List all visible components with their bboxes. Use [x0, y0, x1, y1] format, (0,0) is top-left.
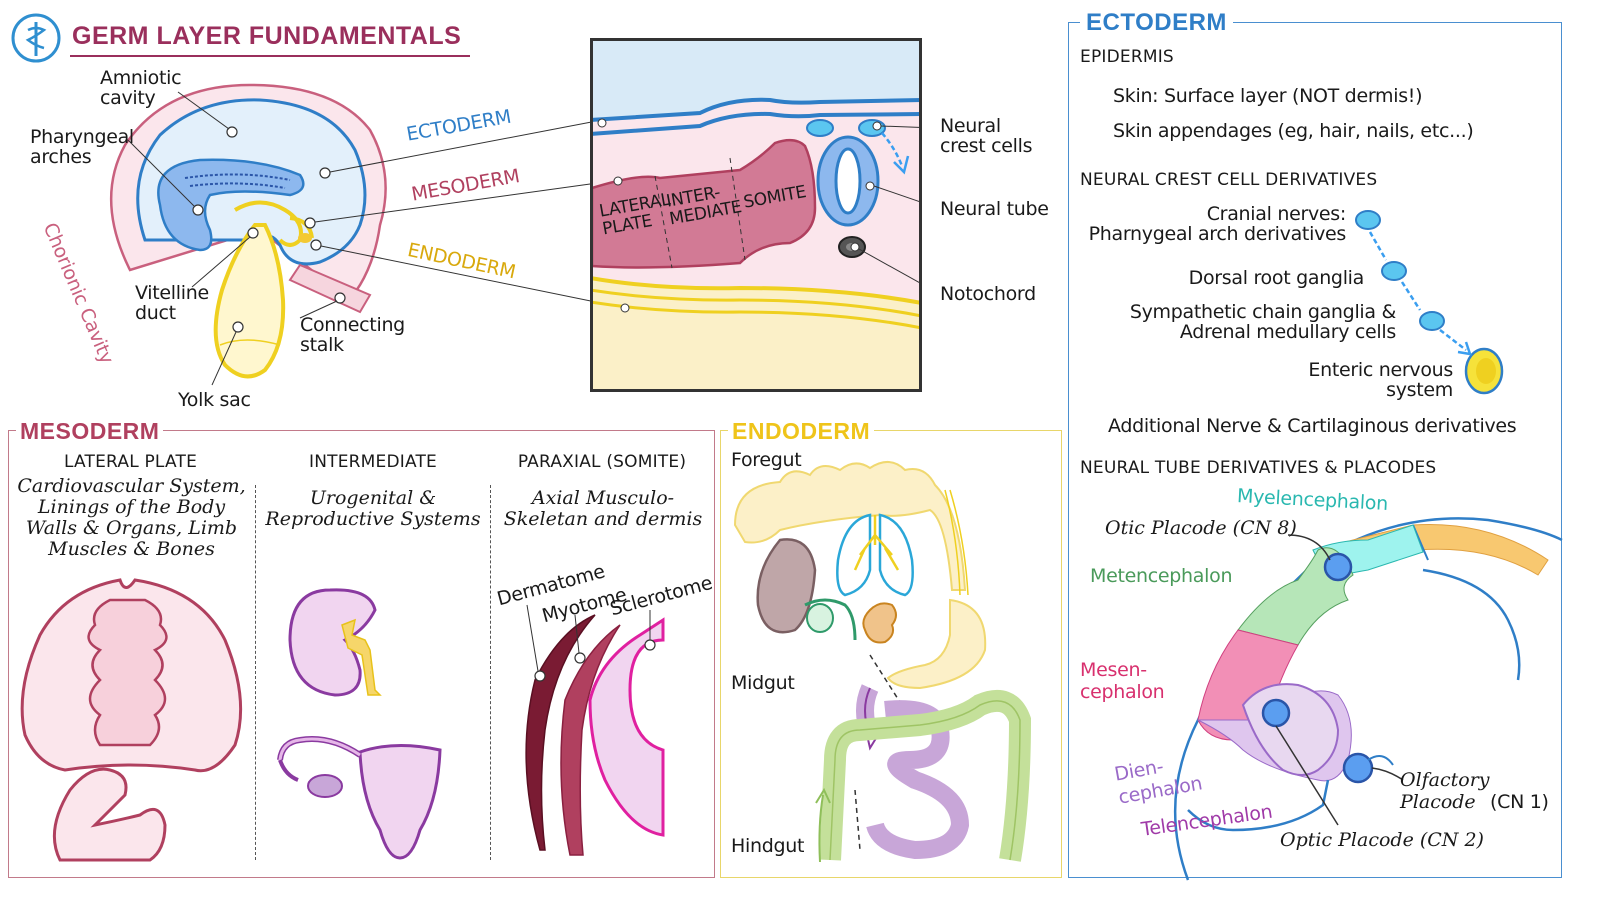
skin-surface-text: Skin: Surface layer (NOT dermis!): [1113, 85, 1423, 107]
sympathetic-text: Sympathetic chain ganglia &: [1129, 301, 1396, 323]
dorsal-root-ganglia-text: Dorsal root ganglia: [1188, 267, 1365, 289]
embryo-diagram: [0, 0, 626, 420]
skin-appendages-text: Skin appendages (eg, hair, nails, etc...…: [1113, 120, 1474, 142]
optic-placode-label: Optic Placode (CN 2): [1280, 829, 1484, 851]
endoderm-panel-title: ENDODERM: [728, 418, 875, 445]
mesoderm-illustrations: [0, 0, 720, 900]
enteric-text: Enteric nervous: [1308, 359, 1453, 381]
neural-tube-label: Neural tube: [940, 198, 1049, 220]
mesoderm-panel-title: MESODERM: [16, 418, 164, 445]
mesencephalon-label-2: cephalon: [1080, 681, 1165, 703]
olfactory-label-1: Olfactory: [1400, 769, 1490, 791]
foregut-label: Foregut: [731, 449, 802, 471]
midgut-label: Midgut: [731, 672, 795, 694]
mesoderm-divider-2: [490, 485, 491, 860]
epidermis-heading: EPIDERMIS: [1080, 47, 1174, 67]
cross-section: [590, 38, 922, 392]
pharyngeal-derivatives-text: Pharnygeal arch derivatives: [1088, 223, 1347, 245]
lateral-plate-heading: LATERAL PLATE: [63, 452, 198, 472]
olfactory-label-3: (CN 1): [1490, 791, 1549, 813]
hindgut-label: Hindgut: [731, 835, 805, 857]
page-title: GERM LAYER FUNDAMENTALS: [72, 22, 462, 50]
endoderm-panel: [720, 430, 1062, 878]
olfactory-label-2: Placode: [1400, 791, 1476, 813]
metencephalon-label: Metencephalon: [1090, 565, 1233, 587]
mesencephalon-label-1: Mesen-: [1080, 659, 1147, 681]
notochord-label: Notochord: [940, 283, 1036, 305]
additional-derivatives-text: Additional Nerve & Cartilaginous derivat…: [1108, 415, 1517, 437]
enteric-system-text: system: [1386, 379, 1453, 401]
amniotic-cavity-label: Amniotic cavity: [100, 67, 182, 109]
title-underline: [70, 55, 470, 57]
yolk-sac-label: Yolk sac: [178, 389, 251, 411]
pharyngeal-arches-label: Pharyngeal arches: [30, 126, 134, 168]
cranial-nerves-text: Cranial nerves:: [1206, 203, 1347, 225]
intermediate-body: Urogenital & Reproductive Systems: [265, 487, 481, 530]
vitelline-duct-label: Vitelline duct: [135, 282, 209, 324]
gut-illustration: [720, 430, 1062, 878]
connecting-stalk-label: Connecting stalk: [300, 314, 405, 356]
brain-illustration: [1068, 480, 1563, 881]
neural-crest-chain: [1068, 180, 1562, 410]
neural-crest-label: Neural crest cells: [940, 115, 1033, 157]
logo-icon: [10, 12, 62, 64]
otic-placode-label: Otic Placode (CN 8): [1105, 517, 1297, 539]
neural-tube-heading: NEURAL TUBE DERIVATIVES & PLACODES: [1080, 458, 1437, 478]
ectoderm-panel-title: ECTODERM: [1080, 9, 1233, 37]
paraxial-heading: PARAXIAL (SOMITE): [517, 452, 687, 472]
neural-crest-heading: NEURAL CREST CELL DERIVATIVES: [1080, 170, 1378, 190]
adrenal-text: Adrenal medullary cells: [1179, 321, 1396, 343]
ectoderm-panel: [1068, 22, 1562, 878]
lateral-plate-body: Cardiovascular System, Linings of the Bo…: [17, 475, 246, 560]
mesoderm-divider-1: [255, 485, 256, 860]
intermediate-heading: INTERMEDIATE: [308, 452, 438, 472]
paraxial-body: Axial Musculo-Skeletan and dermis: [503, 487, 703, 530]
mesoderm-panel: [8, 430, 715, 878]
